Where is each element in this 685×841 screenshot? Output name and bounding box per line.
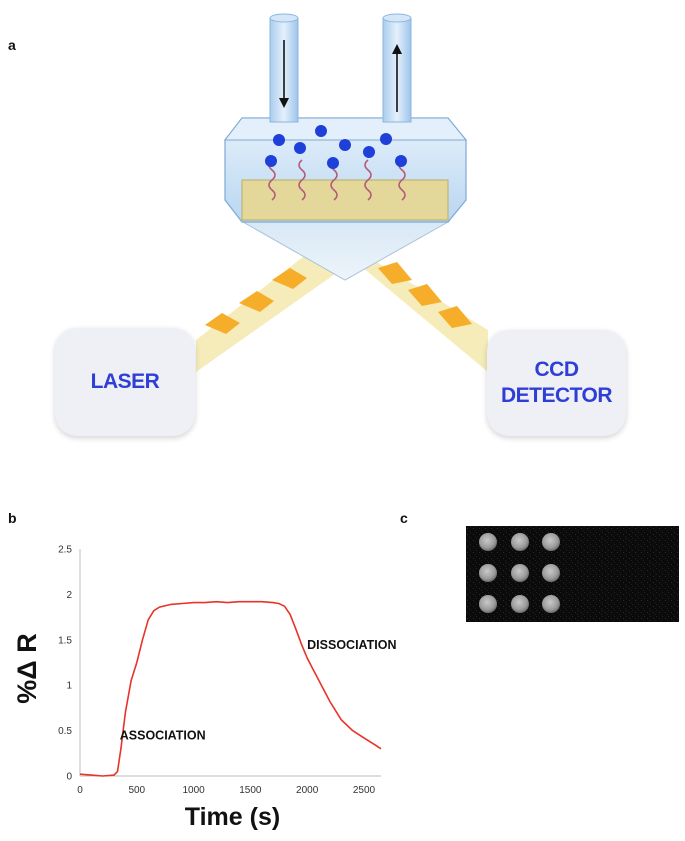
y-tick-label: 0.5 bbox=[58, 726, 72, 737]
x-tick-label: 500 bbox=[128, 785, 145, 796]
y-axis-label: %Δ R bbox=[12, 633, 42, 703]
x-axis-label: Time (s) bbox=[185, 803, 280, 831]
laser-box: LASER bbox=[55, 328, 195, 436]
prism bbox=[241, 221, 450, 281]
spr-array-image bbox=[466, 526, 679, 622]
inlet-flow-arrow-icon bbox=[279, 40, 289, 108]
incident-beam bbox=[196, 236, 352, 372]
array-spots bbox=[479, 533, 560, 613]
x-tick-label: 1500 bbox=[239, 785, 262, 796]
chart-axes bbox=[79, 549, 381, 777]
y-tick-label: 0 bbox=[66, 772, 72, 783]
dissociation-annotation: DISSOCIATION bbox=[307, 638, 396, 652]
incident-arrow-chevrons bbox=[205, 268, 307, 334]
sensor-gold-surface bbox=[241, 179, 449, 221]
ccd-detector-box: CCD DETECTOR bbox=[487, 330, 626, 436]
immobilized-ligands bbox=[268, 159, 406, 201]
ccd-detector-label: CCD DETECTOR bbox=[500, 357, 613, 409]
association-annotation: ASSOCIATION bbox=[120, 729, 206, 743]
sensorgram-curve bbox=[79, 600, 382, 777]
x-tick-label: 0 bbox=[77, 785, 83, 796]
ccd-label-line2: DETECTOR bbox=[500, 384, 613, 407]
x-tick-label: 1000 bbox=[182, 785, 205, 796]
analyte-molecules bbox=[265, 125, 407, 169]
x-tick-label: 2500 bbox=[353, 785, 376, 796]
reflected-beam bbox=[334, 236, 488, 372]
y-tick-label: 2 bbox=[66, 590, 72, 601]
panel-label-c: c bbox=[400, 510, 408, 526]
chart-ticks: 0 0.5 1 1.5 2 2.5 0 500 1000 1500 2000 2500 bbox=[58, 545, 375, 797]
y-tick-label: 1.5 bbox=[58, 635, 72, 646]
y-tick-label: 2.5 bbox=[58, 545, 72, 556]
y-tick-label: 1 bbox=[66, 681, 72, 692]
outlet-flow-arrow-icon bbox=[392, 44, 402, 112]
ccd-label-line1: CCD bbox=[534, 358, 580, 381]
spr-setup-diagram bbox=[196, 13, 488, 372]
x-tick-label: 2000 bbox=[296, 785, 319, 796]
panel-label-a: a bbox=[8, 37, 16, 53]
panel-label-b: b bbox=[8, 510, 17, 526]
laser-label: LASER bbox=[90, 370, 160, 393]
reflected-arrow-chevrons bbox=[378, 262, 472, 328]
